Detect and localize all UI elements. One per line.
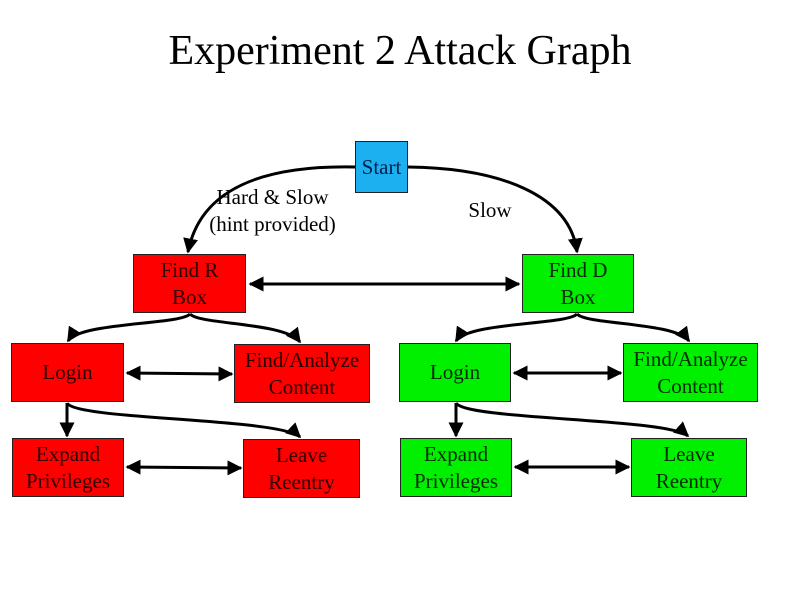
node-start[interactable]: Start: [355, 141, 408, 193]
node-r-login-label: Login: [42, 360, 93, 384]
edge-start-to-find-d: [407, 165, 583, 254]
node-find-r-box[interactable]: Find R Box: [133, 254, 246, 313]
node-d-login[interactable]: Login: [399, 343, 511, 402]
node-r-expand-privileges-label: Expand Privileges: [26, 441, 110, 493]
node-d-leave-reentry[interactable]: Leave Reentry: [631, 438, 747, 497]
edge-r-login-find-analyze: [125, 365, 234, 382]
node-find-d-box-label: Find D Box: [548, 257, 608, 309]
edge-r-login-to-leave: [65, 401, 302, 439]
node-d-leave-reentry-label: Leave Reentry: [655, 441, 723, 493]
node-r-find-analyze-label: Find/Analyze Content: [244, 347, 360, 399]
edge-label-slow: Slow: [455, 197, 525, 224]
node-start-label: Start: [361, 154, 402, 179]
node-r-leave-reentry[interactable]: Leave Reentry: [243, 439, 360, 498]
diagram-title: Experiment 2 Attack Graph: [168, 28, 632, 74]
edge-find-r-to-find-analyze: [188, 312, 302, 344]
edge-start-to-find-r: [183, 165, 356, 254]
node-d-find-analyze[interactable]: Find/Analyze Content: [623, 343, 758, 402]
edge-label-hard-slow-text: Hard & Slow (hint provided): [209, 185, 336, 236]
node-find-r-box-label: Find R Box: [160, 257, 219, 309]
node-r-leave-reentry-label: Leave Reentry: [268, 442, 335, 494]
node-r-expand-privileges[interactable]: Expand Privileges: [12, 438, 124, 497]
node-r-find-analyze[interactable]: Find/Analyze Content: [234, 344, 370, 403]
edge-find-d-to-find-analyze: [575, 312, 691, 343]
edge-r-expand-leave: [125, 459, 243, 476]
edge-d-login-to-leave: [454, 401, 690, 438]
node-r-login[interactable]: Login: [11, 343, 124, 402]
node-find-d-box[interactable]: Find D Box: [522, 254, 634, 313]
node-d-expand-privileges-label: Expand Privileges: [414, 441, 498, 493]
edge-label-hard-slow: Hard & Slow (hint provided): [195, 184, 350, 238]
node-d-login-label: Login: [429, 360, 481, 384]
edge-label-slow-text: Slow: [468, 198, 512, 222]
node-d-expand-privileges[interactable]: Expand Privileges: [400, 438, 512, 497]
edge-find-r-to-login: [66, 312, 192, 343]
edge-find-d-to-login: [454, 312, 579, 343]
node-d-find-analyze-label: Find/Analyze Content: [633, 346, 748, 398]
